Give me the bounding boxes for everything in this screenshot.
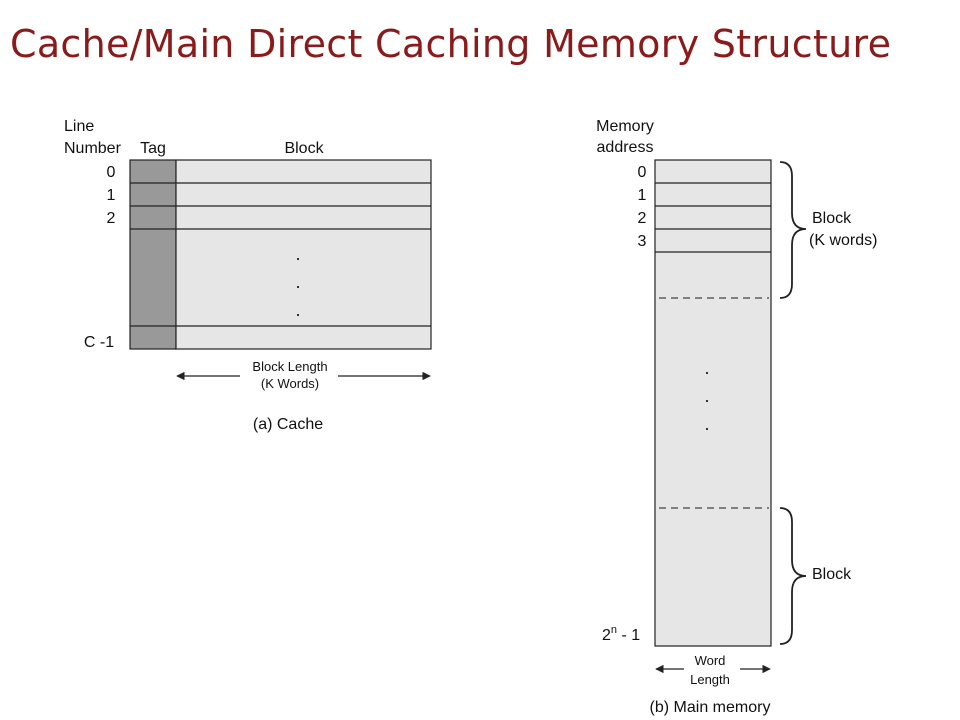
block-column — [175, 159, 432, 350]
page-title: Cache/Main Direct Caching Memory Structu… — [10, 22, 892, 66]
memory-address-label-2: address — [597, 139, 654, 156]
line-number-label-line: Line — [64, 118, 94, 135]
memory-row-lines — [655, 182, 771, 253]
line-number-0: 0 — [107, 164, 116, 181]
cache-ellipsis-3: . — [295, 300, 300, 320]
block-label-top: Block — [812, 210, 852, 227]
line-number-label-number: Number — [64, 140, 122, 157]
block-label-bottom: Block — [812, 566, 852, 583]
block-length-unit: (K Words) — [261, 376, 319, 391]
block-brace-top — [779, 161, 807, 299]
memory-address-label-1: Memory — [596, 118, 654, 135]
cache-ellipsis-2: . — [295, 272, 300, 292]
block-label-top-unit: (K words) — [809, 232, 877, 249]
memory-caption: (b) Main memory — [650, 699, 771, 716]
tag-column — [129, 159, 177, 350]
memory-address-3: 3 — [638, 233, 647, 250]
block-length-label: Block Length — [252, 359, 327, 374]
block-header: Block — [284, 140, 324, 157]
memory-dashed-lines — [659, 297, 769, 509]
cache-ellipsis-1: . — [295, 244, 300, 264]
memory-ellipsis-1: . — [704, 358, 709, 378]
memory-address-2: 2 — [638, 210, 647, 227]
tag-header: Tag — [140, 140, 166, 157]
main-memory-diagram: Memory address 0 1 2 3 2n - 1 . . . Bloc… — [596, 118, 877, 716]
memory-column — [654, 159, 772, 647]
word-length-label: Word — [695, 653, 726, 668]
line-number-last: C -1 — [84, 334, 114, 351]
memory-ellipsis-3: . — [704, 414, 709, 434]
memory-address-0: 0 — [638, 164, 647, 181]
memory-ellipsis-2: . — [704, 386, 709, 406]
cache-diagram: Line Number Tag Block 0 1 2 C -1 . . . B… — [64, 118, 432, 433]
word-length-label-2: Length — [690, 672, 730, 687]
memory-address-1: 1 — [638, 187, 647, 204]
block-brace-bottom — [779, 507, 807, 645]
line-number-2: 2 — [107, 210, 116, 227]
cache-row-lines — [130, 182, 431, 327]
cache-caption: (a) Cache — [253, 416, 323, 433]
memory-address-last: 2n - 1 — [602, 624, 640, 644]
line-number-1: 1 — [107, 187, 116, 204]
